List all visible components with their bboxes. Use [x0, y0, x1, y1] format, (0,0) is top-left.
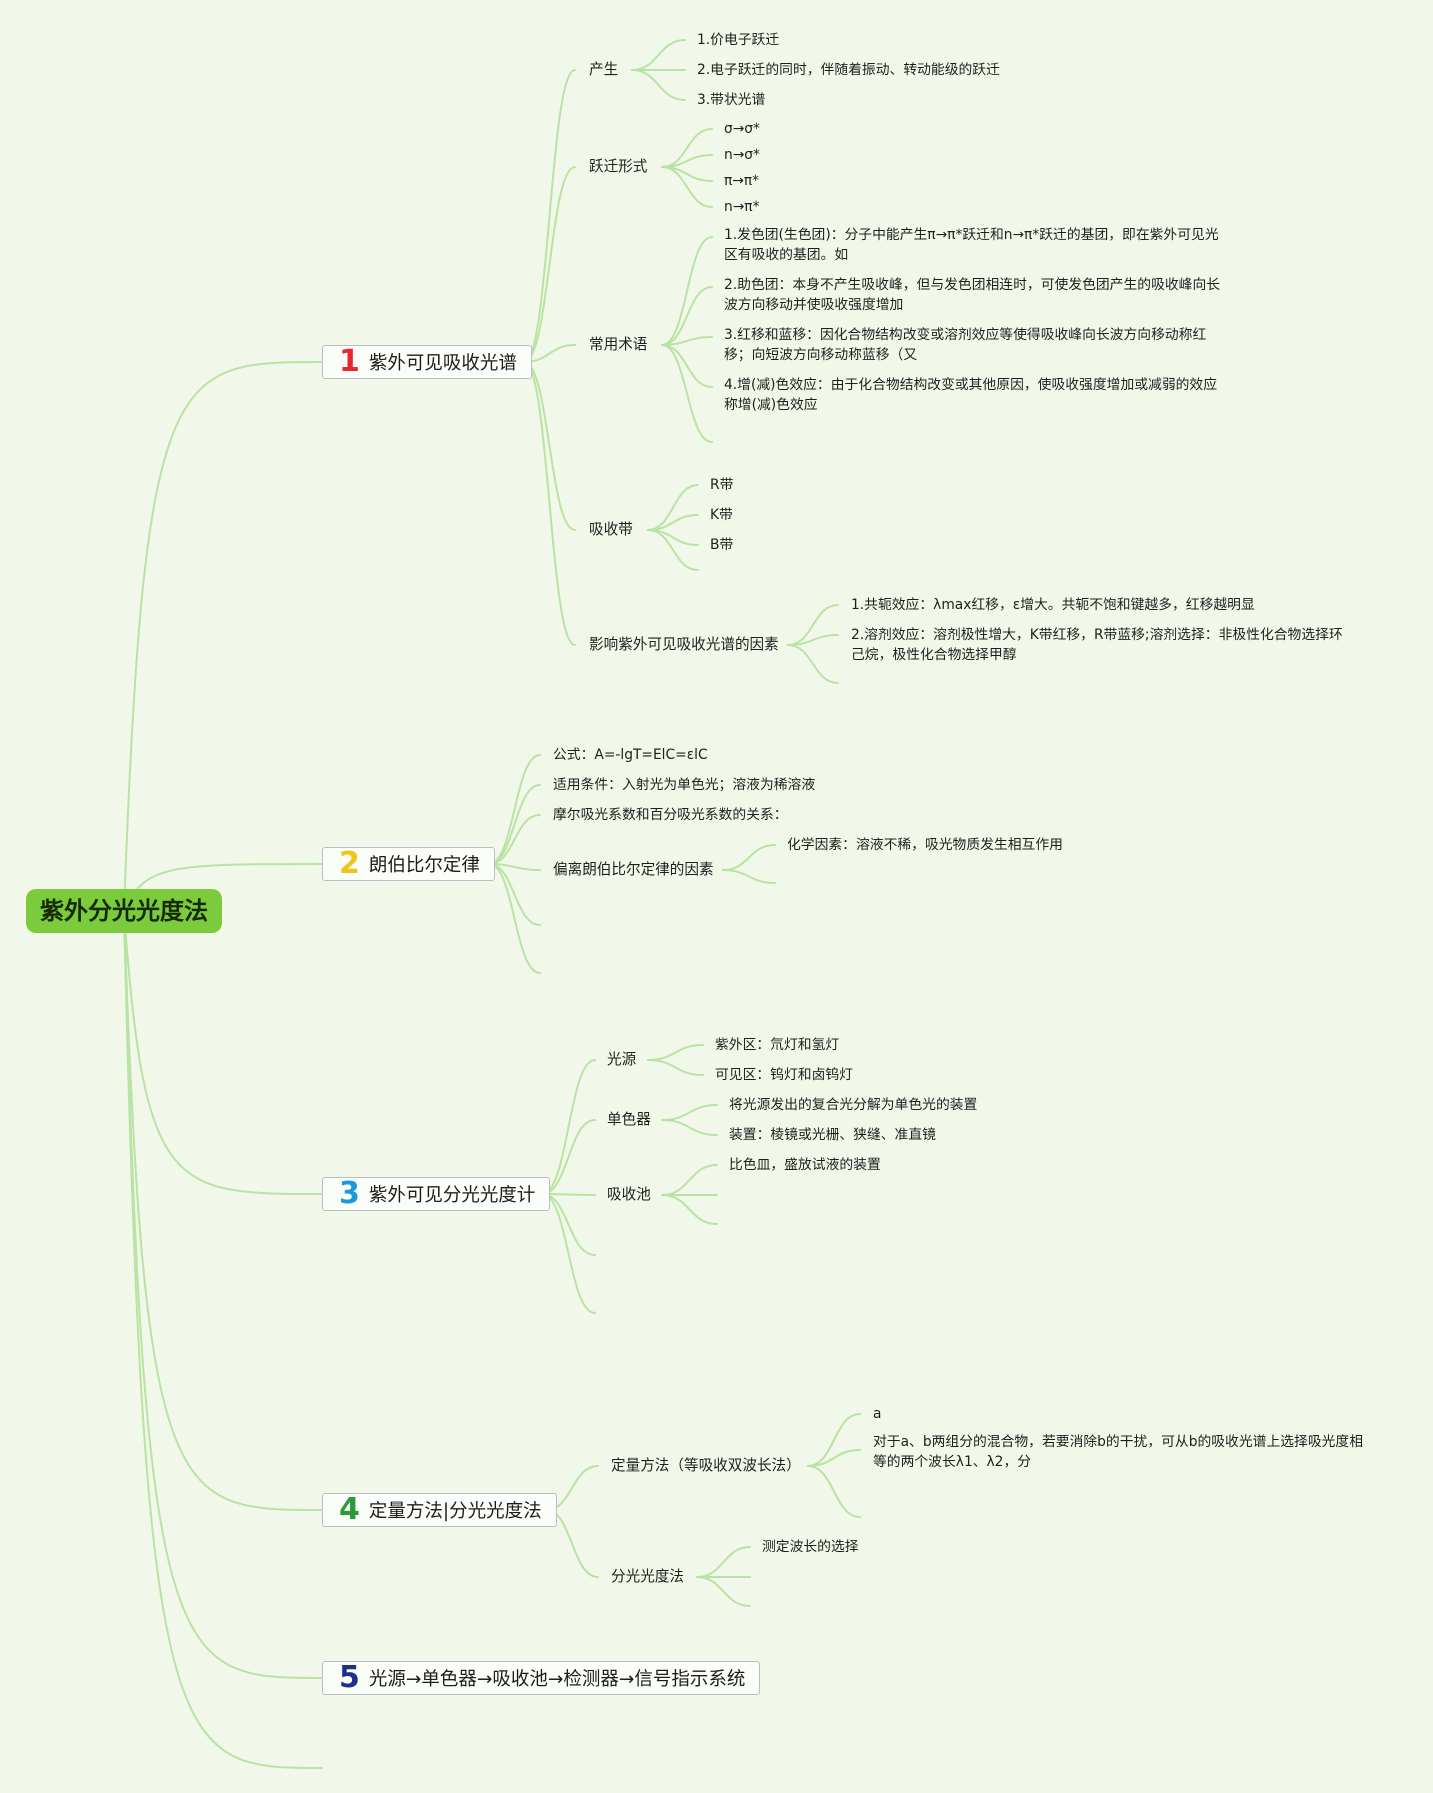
leaf-node[interactable]: 3.带状光谱 — [697, 92, 766, 108]
connector-line — [523, 361, 576, 531]
subtopic-absorption-bands[interactable]: 吸收带 — [589, 521, 633, 538]
connector-line — [807, 1413, 861, 1467]
connector-line — [647, 1059, 704, 1076]
leaf-node[interactable]: 1.共轭效应：λmax红移，ε增大。共轭不饱和键越多，红移越明显 — [851, 597, 1255, 613]
connector-line — [661, 236, 713, 346]
leaf-node[interactable]: 4.增(减)色效应：由于化合物结构改变或其他原因，使吸收强度增加或减弱的效应称增… — [724, 377, 1218, 413]
leaf-node[interactable]: 将光源发出的复合光分解为单色光的装置 — [729, 1097, 978, 1113]
connector-line — [807, 1449, 861, 1467]
topic-number-3: 3 — [339, 1176, 360, 1211]
main-topic-5[interactable]: 5 光源→单色器→吸收池→检测器→信号指示系统 — [322, 1660, 761, 1695]
connector-line — [661, 166, 713, 208]
leaf-node[interactable]: σ→σ* — [724, 121, 760, 137]
connector-line — [123, 910, 323, 1679]
leaf-node[interactable]: 比色皿，盛放试液的装置 — [729, 1157, 881, 1173]
connector-line — [488, 814, 541, 865]
leaf-node[interactable]: B带 — [710, 537, 734, 553]
subtopic-light-source[interactable]: 光源 — [607, 1051, 637, 1068]
connector-line — [523, 361, 576, 646]
subtopic-coefficient-relation[interactable]: 摩尔吸光系数和百分吸光系数的关系： — [553, 807, 788, 823]
leaf-node[interactable]: 2.电子跃迁的同时，伴随着振动、转动能级的跃迁 — [697, 62, 1000, 78]
connector-line — [647, 1044, 704, 1061]
subtopic-influencing-factors[interactable]: 影响紫外可见吸收光谱的因素 — [589, 636, 779, 653]
leaf-node[interactable]: 对于a、b两组分的混合物，若要消除b的干扰，可从b的吸收光谱上选择吸光度相等的两… — [873, 1434, 1364, 1470]
connector-line — [123, 361, 323, 912]
connector-line — [722, 869, 776, 884]
subtopic-common-terms[interactable]: 常用术语 — [589, 336, 648, 353]
connector-line — [488, 784, 541, 865]
leaf-node[interactable]: R带 — [710, 477, 734, 493]
topic-number-1: 1 — [339, 344, 360, 379]
topic-number-4: 4 — [339, 1492, 360, 1527]
connector-line — [661, 344, 713, 443]
topic-label-5: 光源→单色器→吸收池→检测器→信号指示系统 — [368, 1669, 746, 1690]
leaf-node[interactable]: 紫外区：氘灯和氢灯 — [715, 1037, 840, 1053]
connector-line — [123, 910, 323, 1195]
subtopic-cuvette[interactable]: 吸收池 — [607, 1186, 651, 1203]
connector-line — [123, 910, 323, 1769]
root-topic[interactable]: 紫外分光光度法 — [26, 889, 222, 933]
connector-line — [523, 166, 576, 363]
connector-line — [722, 844, 776, 871]
main-topic-3[interactable]: 3 紫外可见分光光度计 — [322, 1176, 551, 1211]
main-topic-1[interactable]: 1 紫外可见吸收光谱 — [322, 345, 532, 379]
connector-line — [661, 1119, 718, 1136]
leaf-node[interactable]: 3.红移和蓝移：因化合物结构改变或溶剂效应等使得吸收峰向长波方向移动称红移；向短… — [724, 327, 1207, 363]
subtopic-conditions[interactable]: 适用条件：入射光为单色光；溶液为稀溶液 — [553, 777, 816, 793]
leaf-node[interactable]: 可见区：钨灯和卤钨灯 — [715, 1067, 853, 1083]
connector-line — [696, 1576, 751, 1607]
leaf-node[interactable]: a — [873, 1406, 882, 1422]
leaf-node[interactable]: 2.溶剂效应：溶剂极性增大，K带红移，R带蓝移;溶剂选择：非极性化合物选择环己烷… — [851, 627, 1343, 663]
connector-line — [123, 910, 323, 1511]
leaf-node[interactable]: 化学因素：溶液不稀，吸光物质发生相互作用 — [787, 837, 1063, 853]
subtopic-formula[interactable]: 公式：A=-lgT=ElC=εlC — [553, 747, 708, 763]
connector-line — [541, 1059, 596, 1195]
topic-label-1: 紫外可见吸收光谱 — [368, 353, 517, 374]
leaf-node[interactable]: 2.助色团：本身不产生吸收峰，但与发色团相连时，可使发色团产生的吸收峰向长波方向… — [724, 277, 1221, 313]
leaf-node[interactable]: 1.发色团(生色团)：分子中能产生π→π*跃迁和n→π*跃迁的基团，即在紫外可见… — [724, 227, 1219, 263]
subtopic-monochromator[interactable]: 单色器 — [607, 1111, 651, 1128]
connector-line — [696, 1546, 751, 1578]
leaf-node[interactable]: 装置：棱镜或光栅、狭缝、准直镜 — [729, 1127, 936, 1143]
leaf-node[interactable]: π→π* — [724, 173, 760, 189]
connector-line — [787, 644, 839, 684]
topic-number-2: 2 — [339, 846, 360, 881]
main-topic-4[interactable]: 4 定量方法|分光光度法 — [322, 1493, 557, 1527]
connector-line — [488, 754, 541, 865]
subtopic-dual-wavelength[interactable]: 定量方法（等吸收双波长法） — [611, 1457, 801, 1474]
connector-line — [523, 69, 576, 363]
topic-label-2: 朗伯比尔定律 — [368, 855, 480, 876]
topic-label-4: 定量方法|分光光度法 — [368, 1501, 542, 1522]
main-topic-2[interactable]: 2 朗伯比尔定律 — [322, 847, 495, 881]
subtopic-transition-forms[interactable]: 跃迁形式 — [589, 158, 648, 175]
leaf-node[interactable]: n→π* — [724, 199, 760, 215]
connector-line — [661, 1194, 718, 1225]
connector-line — [631, 69, 686, 101]
subtopic-spectrophotometry[interactable]: 分光光度法 — [611, 1568, 684, 1585]
connector-line — [661, 344, 713, 388]
leaf-node[interactable]: n→σ* — [724, 147, 760, 163]
connector-line — [647, 529, 699, 571]
connector-line — [541, 1193, 596, 1314]
connector-line — [661, 1164, 718, 1196]
leaf-node[interactable]: K带 — [710, 507, 733, 523]
topic-number-5: 5 — [339, 1660, 360, 1695]
leaf-node[interactable]: 1.价电子跃迁 — [697, 32, 780, 48]
subtopic-deviation-factors[interactable]: 偏离朗伯比尔定律的因素 — [553, 861, 714, 878]
connector-line — [661, 286, 713, 346]
connector-line — [631, 39, 686, 71]
leaf-node[interactable]: 测定波长的选择 — [762, 1539, 859, 1555]
subtopic-chansheng[interactable]: 产生 — [589, 61, 619, 78]
connector-line — [488, 863, 541, 974]
connector-line — [807, 1465, 861, 1518]
topic-label-3: 紫外可见分光光度计 — [368, 1185, 536, 1206]
connector-line — [661, 1104, 718, 1121]
